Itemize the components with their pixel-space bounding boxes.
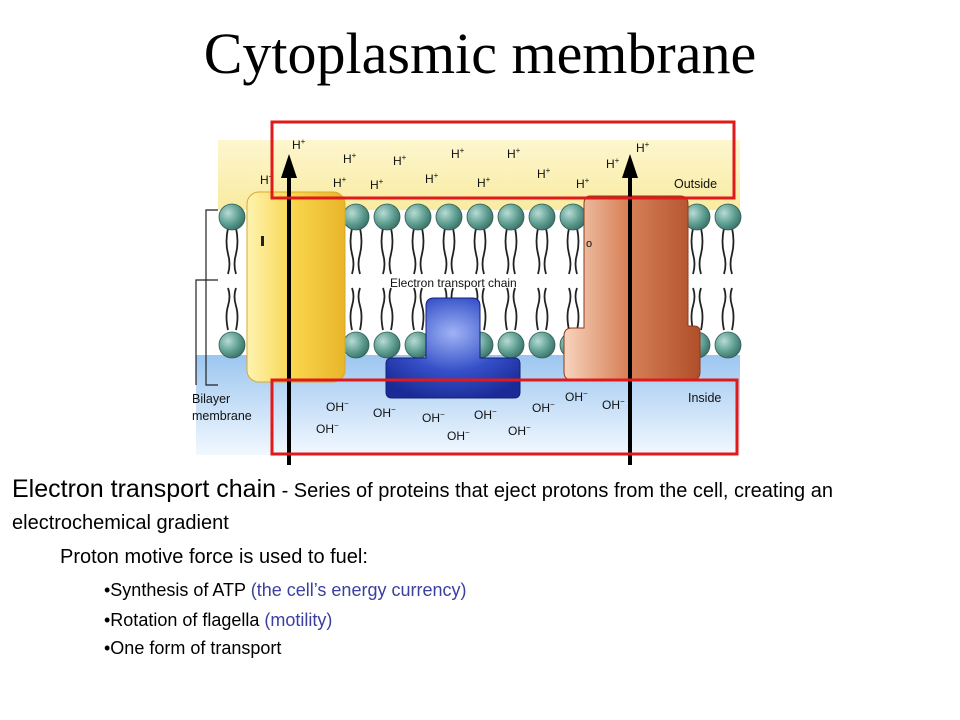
hydroxide-ion: OH−	[316, 421, 339, 436]
bilayer-label-line2: membrane	[192, 409, 252, 423]
lipid-tail-pair	[535, 227, 549, 331]
hydroxide-ion: OH−	[373, 405, 396, 420]
proton-ion: H+	[576, 176, 590, 191]
hydroxide-ion: OH−	[565, 389, 588, 404]
lipid-tail-pair	[380, 227, 394, 331]
hydroxide-ion: OH−	[422, 410, 445, 425]
proton-ion: H+	[343, 151, 357, 166]
proton-ion: H+	[393, 153, 407, 168]
lipid-head	[373, 203, 401, 231]
lipid-tail-pair	[225, 227, 239, 331]
bullet-flagella-note: (motility)	[259, 610, 333, 630]
lipid-head	[435, 203, 463, 231]
inside-label: Inside	[688, 391, 721, 405]
hydroxide-ion: OH−	[602, 397, 625, 412]
lipid-head	[404, 203, 432, 231]
lipid-head	[342, 331, 370, 359]
lipid-head	[559, 203, 587, 231]
outside-label: Outside	[674, 177, 717, 191]
bullet-transport: •One form of transport	[104, 638, 281, 659]
inside-highlight-box	[270, 378, 739, 456]
lipid-head	[528, 203, 556, 231]
proton-ion: H+	[451, 146, 465, 161]
proton-ion: H+	[537, 166, 551, 181]
hydroxide-ion: OH−	[447, 428, 470, 443]
lipid-head	[497, 331, 525, 359]
proton-ion: H+	[292, 137, 306, 152]
lipid-tail-pair	[721, 227, 735, 331]
bullet-transport-text: •One form of transport	[104, 638, 282, 658]
hydroxide-ion: OH−	[326, 399, 349, 414]
proton-arrow-right-head	[622, 154, 638, 178]
lipid-head	[218, 203, 246, 231]
proton-ions: H+H+H+H+H+H+H+H+H+H+H+H+H+H+	[260, 137, 650, 192]
lipid-head	[373, 331, 401, 359]
proton-arrow-left-head	[281, 154, 297, 178]
proton-ion: H+	[636, 140, 650, 155]
bullet-atp-text: •Synthesis of ATP	[104, 580, 246, 600]
yellow-protein-mark	[261, 236, 264, 246]
lipid-tail-pair	[690, 227, 704, 331]
etc-term: Electron transport chain	[12, 475, 277, 503]
lipid-head	[497, 203, 525, 231]
proton-ion: H+	[333, 175, 347, 190]
lipid-head	[342, 203, 370, 231]
bullet-atp-note: (the cell’s energy currency)	[245, 580, 467, 600]
slide-title: Cytoplasmic membrane	[203, 21, 757, 86]
bilayer-label-line1: Bilayer	[192, 392, 230, 406]
bullet-flagella: •Rotation of flagella (motility)	[104, 610, 332, 631]
etc-definition: - Series of proteins that eject protons …	[12, 480, 833, 534]
lipid-head	[528, 331, 556, 359]
hydroxide-ion: OH−	[474, 407, 497, 422]
bilayer-bracket	[195, 209, 218, 386]
lipid-head	[714, 331, 742, 359]
hydroxide-ion: OH−	[508, 423, 531, 438]
proton-ion: H+	[425, 171, 439, 186]
proton-ion: H+	[606, 156, 620, 171]
lipid-tail-pair	[349, 227, 363, 331]
lipid-tail-pair	[504, 227, 518, 331]
membrane-diagram: o H+H+H+H+H+H+H+H+H+H+H+H+H+H+ OH−OH−OH−…	[192, 120, 742, 465]
bullet-flagella-text: •Rotation of flagella	[104, 610, 260, 630]
proton-ion: H+	[477, 175, 491, 190]
lipid-head	[714, 203, 742, 231]
lipid-head	[218, 331, 246, 359]
bullet-atp: •Synthesis of ATP (the cell’s energy cur…	[104, 580, 466, 601]
pmf-heading: Proton motive force is used to fuel:	[60, 546, 368, 568]
proton-ion: H+	[370, 177, 384, 192]
yellow-protein	[246, 191, 346, 383]
brown-protein-mark: o	[586, 238, 592, 250]
outside-highlight-box	[270, 120, 736, 200]
lipid-head	[466, 203, 494, 231]
hydroxide-ion: OH−	[532, 400, 555, 415]
blue-protein	[385, 297, 521, 399]
lipid-tail-pair	[411, 227, 425, 331]
etc-description: Electron transport chain - Series of pro…	[12, 474, 958, 540]
lipid-tail-pair	[566, 227, 580, 331]
hydroxide-ions: OH−OH−OH−OH−OH−OH−OH−OH−OH−OH−	[316, 389, 625, 443]
electron-transport-chain-label: Electron transport chain	[390, 276, 517, 290]
proton-ion: H+	[507, 146, 521, 161]
